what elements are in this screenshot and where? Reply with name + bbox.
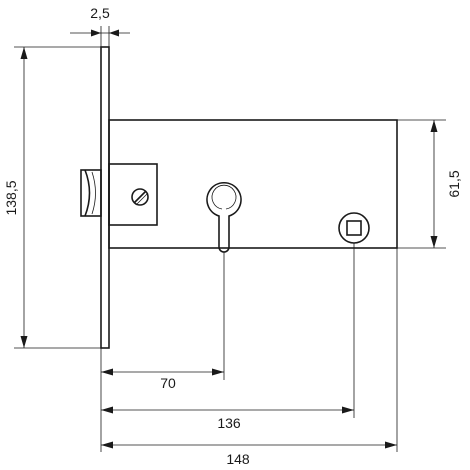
dim-faceplate-thickness: 2,5	[90, 5, 110, 21]
square-follower	[338, 212, 370, 244]
lock-body	[80, 46, 398, 349]
dim-backset-square: 136	[217, 415, 241, 431]
screw-icon	[131, 188, 149, 206]
dim-faceplate-height: 138,5	[3, 180, 19, 215]
lock-case	[108, 119, 398, 249]
cylinder-keyhole	[206, 182, 242, 253]
dim-overall-length: 148	[226, 451, 250, 467]
extension-lines	[14, 26, 446, 452]
faceplate	[100, 46, 110, 349]
dim-backset-cylinder: 70	[160, 375, 176, 391]
bolt-plate	[108, 163, 158, 226]
dimension-lines	[20, 29, 438, 449]
latch-bolt	[80, 169, 102, 217]
dim-case-height: 61,5	[446, 170, 462, 197]
